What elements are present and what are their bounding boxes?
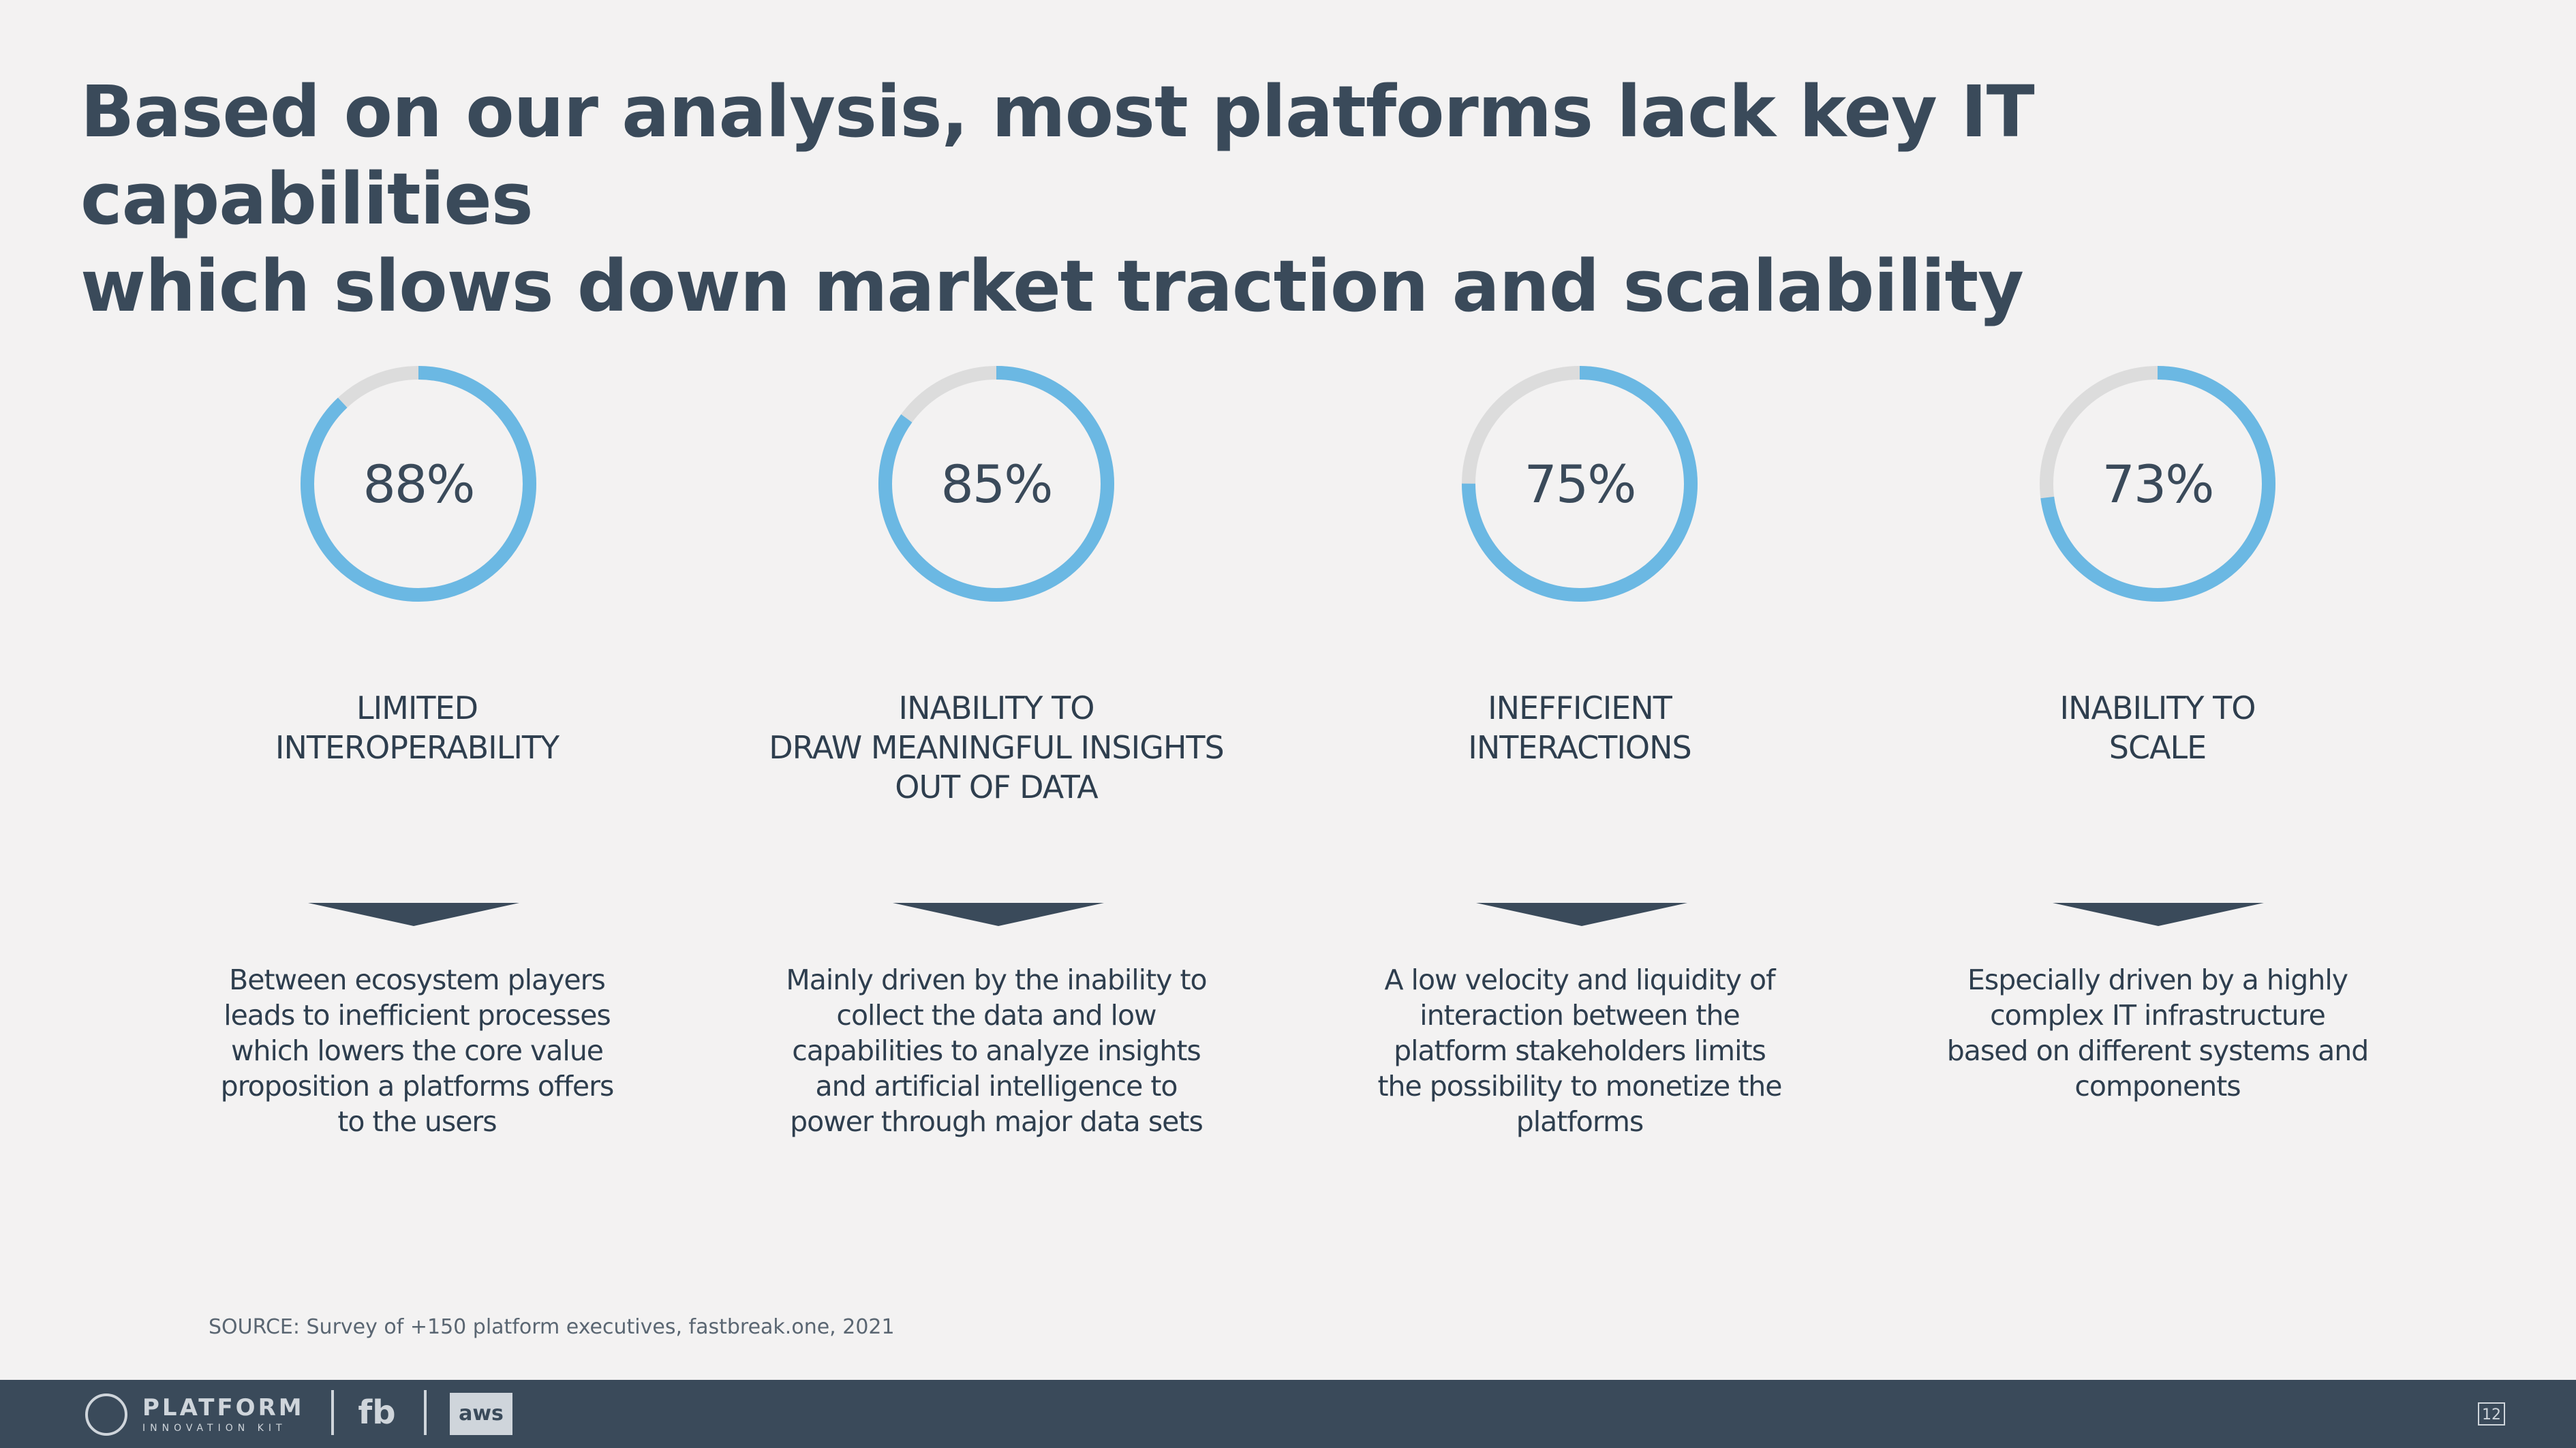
brand-circle-icon — [85, 1393, 127, 1436]
down-arrow-icon — [2053, 903, 2264, 926]
caption-2-line-1: INABILITY TO — [898, 690, 1095, 726]
donut-ring-2 — [878, 366, 1114, 602]
description-1: Between ecosystem players leads to ineff… — [124, 962, 710, 1139]
caption-1-line-1: LIMITED — [356, 690, 478, 726]
description-2-line-1: Mainly driven by the inability to — [786, 964, 1207, 996]
down-arrow-icon — [1476, 903, 1687, 926]
gauge-percent-4: 73% — [2102, 453, 2215, 514]
donut-ring-1 — [301, 366, 536, 602]
description-4-line-2: complex IT infrastructure — [1990, 999, 2326, 1032]
gauge-3: 75% — [1457, 361, 1702, 606]
gauge-percent-2: 85% — [940, 453, 1054, 514]
source-note: SOURCE: Survey of +150 platform executiv… — [209, 1315, 895, 1339]
platform-innovation-kit-logo: PLATFORM INNOVATION KIT — [85, 1390, 305, 1439]
description-3: A low velocity and liquidity of interact… — [1287, 962, 1873, 1139]
footer-divider — [424, 1390, 427, 1435]
description-3-line-2: interaction between the — [1420, 999, 1740, 1032]
brand-name: PLATFORM — [142, 1394, 305, 1421]
donut-ring-3 — [1462, 366, 1698, 602]
description-3-line-4: the possibility to monetize the — [1377, 1070, 1782, 1103]
aws-logo: aws — [450, 1393, 512, 1435]
description-3-line-1: A low velocity and liquidity of — [1384, 964, 1775, 996]
caption-3-line-2: INTERACTIONS — [1468, 729, 1692, 766]
caption-2-line-2: DRAW MEANINGFUL INSIGHTS — [769, 729, 1224, 766]
description-1-line-2: leads to inefficient processes — [224, 999, 611, 1032]
caption-3: INEFFICIENT INTERACTIONS — [1287, 688, 1873, 767]
down-arrow-icon — [893, 903, 1104, 926]
description-4-line-4: components — [2074, 1070, 2241, 1103]
gauge-percent-1: 88% — [363, 453, 476, 514]
description-3-line-5: platforms — [1516, 1105, 1644, 1138]
brand-subtitle: INNOVATION KIT — [142, 1423, 287, 1434]
gauge-4: 73% — [2035, 361, 2280, 606]
caption-1-line-2: INTEROPERABILITY — [275, 729, 559, 766]
description-1-line-1: Between ecosystem players — [229, 964, 606, 996]
description-2-line-3: capabilities to analyze insights — [792, 1034, 1201, 1067]
caption-4: INABILITY TO SCALE — [1865, 688, 2451, 767]
description-2-line-5: power through major data sets — [790, 1105, 1203, 1138]
description-4: Especially driven by a highly complex IT… — [1865, 962, 2451, 1104]
footer-bar — [0, 1380, 2576, 1448]
description-2: Mainly driven by the inability to collec… — [703, 962, 1289, 1139]
gauge-percent-3: 75% — [1524, 453, 1637, 514]
slide-title-line-2: which slows down market traction and sca… — [80, 245, 2024, 328]
slide-title-line-1: Based on our analysis, most platforms la… — [80, 70, 2035, 241]
fastbreak-logo: fb — [358, 1393, 396, 1432]
gauge-1: 88% — [296, 361, 541, 606]
footer-divider — [331, 1390, 334, 1435]
caption-1: LIMITED INTEROPERABILITY — [124, 688, 710, 767]
donut-ring-4 — [2040, 366, 2275, 602]
description-1-line-5: to the users — [337, 1105, 497, 1138]
caption-4-line-1: INABILITY TO — [2059, 690, 2256, 726]
description-2-line-4: and artificial intelligence to — [815, 1070, 1178, 1103]
caption-2: INABILITY TO DRAW MEANINGFUL INSIGHTS OU… — [703, 688, 1289, 807]
gauge-2: 85% — [874, 361, 1119, 606]
description-4-line-1: Especially driven by a highly — [1967, 964, 2348, 996]
caption-2-line-3: OUT OF DATA — [895, 769, 1098, 805]
caption-3-line-1: INEFFICIENT — [1488, 690, 1672, 726]
caption-4-line-2: SCALE — [2109, 729, 2207, 766]
page-number: 12 — [2478, 1402, 2505, 1426]
description-2-line-2: collect the data and low — [836, 999, 1156, 1032]
description-4-line-3: based on different systems and — [1946, 1034, 2369, 1067]
slide-title: Based on our analysis, most platforms la… — [80, 68, 2466, 330]
description-1-line-3: which lowers the core value — [230, 1034, 604, 1067]
down-arrow-icon — [308, 903, 519, 926]
description-3-line-3: platform stakeholders limits — [1394, 1034, 1766, 1067]
description-1-line-4: proposition a platforms offers — [220, 1070, 615, 1103]
